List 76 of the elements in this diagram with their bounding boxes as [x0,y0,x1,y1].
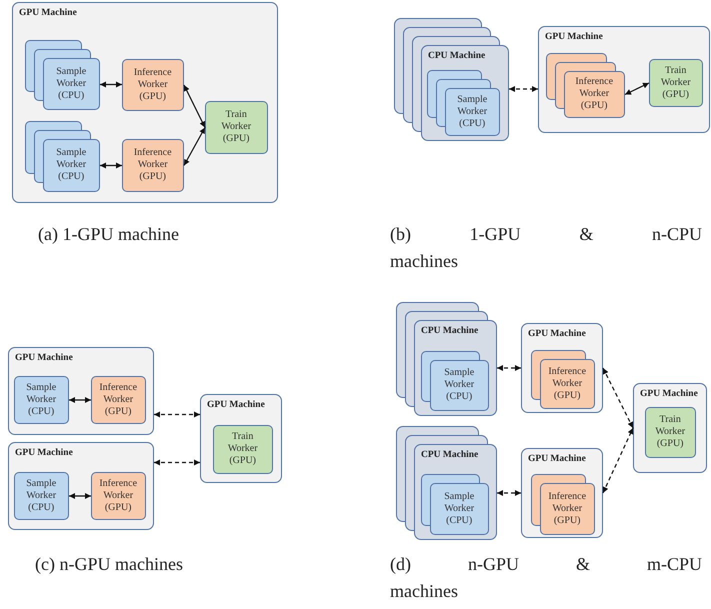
arrow [183,127,206,166]
sample-worker-box [430,360,489,411]
inference-worker-box [564,70,625,118]
worker-label: Train Worker (GPU) [226,431,259,468]
cpu-machine-box [421,45,509,141]
worker-label: Inference Worker (GPU) [574,76,614,112]
machine-title: CPU Machine [421,326,478,336]
gpu-machine-box [521,448,603,538]
gpu-machine-box [8,347,154,435]
dashed-arrow [509,86,538,92]
inference-worker-box [540,358,595,409]
worker-label: Train Worker (GPU) [654,414,686,450]
dashed-arrow [497,490,521,496]
train-worker-box [212,424,273,474]
machine-title: GPU Machine [207,400,265,410]
sample-worker-box [42,58,100,110]
arrow [69,397,91,403]
sample-worker-box [430,482,489,535]
machine-title: GPU Machine [15,353,73,363]
train-worker-box [644,406,696,458]
arrow [183,84,206,128]
worker-label: Train Worker (GPU) [660,64,692,101]
inference-worker-box [90,376,146,424]
arrow [624,82,650,96]
worker-label: Sample Worker (CPU) [443,490,476,527]
sample-worker-box [14,376,69,424]
worker-label: Inference Worker (GPU) [132,147,173,184]
worker-label: Inference Worker (GPU) [98,382,138,418]
dashed-arrow [154,460,200,466]
machine-title: GPU Machine [640,389,698,399]
machine-title: CPU Machine [421,450,478,460]
train-worker-box [648,58,703,107]
cpu-machine-box [414,320,497,416]
inference-worker-box [122,138,184,192]
gpu-machine-box [633,383,707,473]
gpu-machine-box [8,442,154,530]
caption: (c) n-GPU machines [35,553,184,576]
dashed-arrow [602,428,634,494]
worker-label: Sample Worker (CPU) [443,367,476,404]
machine-title: GPU Machine [528,454,586,464]
arrow [69,493,91,499]
gpu-machine-box [200,394,282,483]
machine-title: CPU Machine [428,51,486,61]
gpu-machine-box [521,323,603,413]
dashed-arrow [602,368,634,428]
machine-title: GPU Machine [15,448,73,458]
caption: (b) 1-GPU & n-CPU machines [390,223,702,273]
worker-label: Inference Worker (GPU) [98,478,138,514]
cpu-machine-box [414,444,497,540]
worker-label: Train Worker (GPU) [220,109,252,146]
worker-label: Sample Worker (CPU) [25,382,58,418]
worker-label: Inference Worker (GPU) [547,490,588,527]
sample-worker-box [14,472,69,520]
sample-worker-box [42,138,100,192]
machine-title: GPU Machine [528,329,586,339]
machine-title: GPU Machine [545,32,603,42]
worker-label: Inference Worker (GPU) [547,366,588,402]
arrow [100,82,122,88]
worker-label: Sample Worker (CPU) [55,66,88,102]
arrow [100,162,122,168]
machine-title: GPU Machine [19,8,77,18]
worker-label: Sample Worker (CPU) [456,94,488,130]
inference-worker-box [122,58,184,111]
inference-worker-box [90,472,146,520]
worker-label: Inference Worker (GPU) [132,66,173,103]
dashed-arrow [154,412,200,418]
train-worker-box [204,100,268,154]
sample-worker-box [444,88,500,136]
worker-label: Sample Worker (CPU) [55,147,88,184]
gpu-machine-box [12,2,278,203]
dashed-arrow [497,365,521,371]
gpu-machine-box [538,26,710,133]
caption: (d) n-GPU & m-CPU machines [390,553,702,603]
caption: (a) 1-GPU machine [38,223,180,246]
worker-label: Sample Worker (CPU) [25,478,58,514]
inference-worker-box [540,482,595,535]
